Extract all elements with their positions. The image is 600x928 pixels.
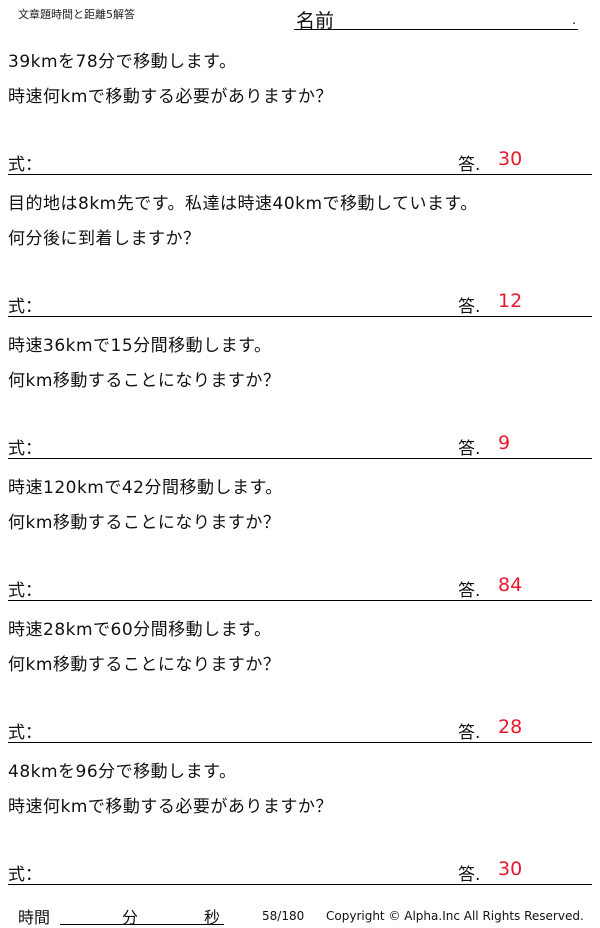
answer-label: 答.	[458, 581, 481, 601]
answer-label: 答.	[458, 155, 481, 175]
answer-label: 答.	[458, 723, 481, 743]
question-line-1: 39kmを78分で移動します。	[8, 52, 237, 72]
question-line-1: 目的地は8km先です。私達は時速40kmで移動しています。	[8, 194, 478, 214]
problem-1: 39kmを78分で移動します。 時速何kmで移動する必要がありますか？ 式： 答…	[0, 42, 600, 184]
answer-value: 12	[498, 290, 523, 312]
time-underline	[60, 924, 224, 925]
answer-value: 84	[498, 574, 523, 596]
time-label: 時間	[18, 908, 51, 927]
worksheet-title: 文章題時間と距離5解答	[18, 8, 135, 21]
problem-2: 目的地は8km先です。私達は時速40kmで移動しています。 何分後に到着しますか…	[0, 184, 600, 326]
seconds-label: 秒	[204, 908, 221, 927]
question-line-2: 時速何kmで移動する必要がありますか？	[8, 797, 333, 817]
name-dot: .	[572, 13, 577, 28]
question-line-2: 時速何kmで移動する必要がありますか？	[8, 87, 333, 107]
question-line-1: 48kmを96分で移動します。	[8, 762, 237, 782]
formula-label: 式：	[8, 865, 42, 885]
formula-label: 式：	[8, 723, 42, 743]
problem-separator	[8, 316, 592, 317]
formula-label: 式：	[8, 155, 42, 175]
question-line-2: 何km移動することになりますか？	[8, 655, 281, 675]
question-line-1: 時速28kmで60分間移動します。	[8, 620, 272, 640]
problem-4: 時速120kmで42分間移動します。 何km移動することになりますか？ 式： 答…	[0, 468, 600, 610]
problem-separator	[8, 884, 592, 885]
question-line-1: 時速120kmで42分間移動します。	[8, 478, 283, 498]
problem-5: 時速28kmで60分間移動します。 何km移動することになりますか？ 式： 答.…	[0, 610, 600, 752]
question-line-2: 何km移動することになりますか？	[8, 513, 281, 533]
answer-label: 答.	[458, 297, 481, 317]
name-label: 名前	[296, 10, 335, 32]
problem-3: 時速36kmで15分間移動します。 何km移動することになりますか？ 式： 答.…	[0, 326, 600, 468]
minutes-label: 分	[122, 908, 139, 927]
problem-separator	[8, 458, 592, 459]
question-line-2: 何km移動することになりますか？	[8, 371, 281, 391]
problem-separator	[8, 742, 592, 743]
question-line-1: 時速36kmで15分間移動します。	[8, 336, 272, 356]
formula-label: 式：	[8, 439, 42, 459]
problem-separator	[8, 174, 592, 175]
copyright-text: Copyright © Alpha.Inc All Rights Reserve…	[326, 909, 584, 923]
formula-label: 式：	[8, 297, 42, 317]
answer-value: 30	[498, 148, 523, 170]
name-underline	[294, 29, 578, 30]
problem-separator	[8, 600, 592, 601]
page-number: 58/180	[262, 909, 305, 923]
worksheet-footer: 時間 分 秒 58/180 Copyright © Alpha.Inc All …	[0, 900, 600, 928]
answer-label: 答.	[458, 439, 481, 459]
answer-value: 9	[498, 432, 511, 454]
question-line-2: 何分後に到着しますか？	[8, 229, 201, 249]
answer-value: 30	[498, 858, 523, 880]
answer-label: 答.	[458, 865, 481, 885]
formula-label: 式：	[8, 581, 42, 601]
answer-value: 28	[498, 716, 523, 738]
problem-6: 48kmを96分で移動します。 時速何kmで移動する必要がありますか？ 式： 答…	[0, 752, 600, 894]
